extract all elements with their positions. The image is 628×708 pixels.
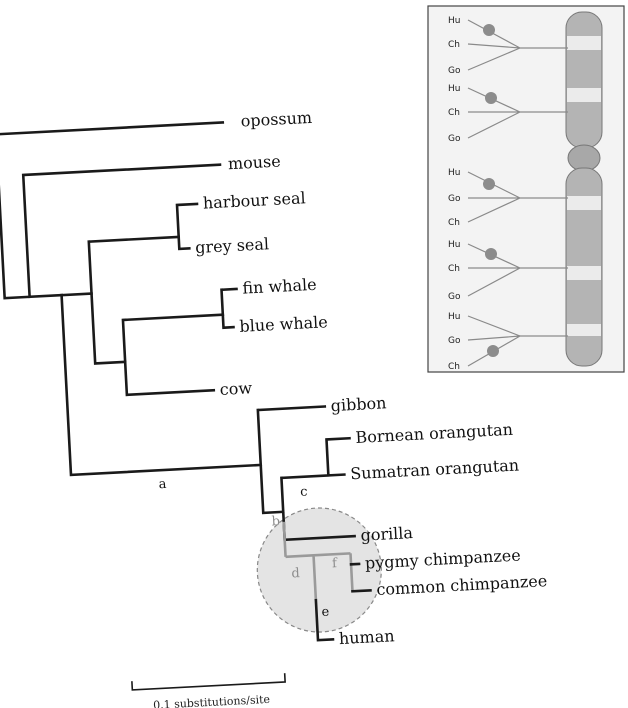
svg-text:Hu: Hu (448, 16, 460, 26)
leaf-gibbon: gibbon (330, 393, 387, 415)
node-label-e: e (321, 605, 330, 620)
leaf-human: human (338, 626, 395, 648)
leaf-common-chimpanzee: common chimpanzee (376, 571, 548, 599)
svg-text:Ch: Ch (448, 40, 460, 50)
branch-whales-cow (123, 315, 227, 395)
scale-bar-label: 0.1 substitutions/site (153, 693, 270, 708)
node-label-b: b (271, 514, 280, 529)
scale-bar (132, 674, 285, 690)
leaf-pygmy-chimpanzee: pygmy chimpanzee (365, 545, 522, 572)
svg-text:Ch: Ch (448, 362, 460, 372)
branch-laurasia (89, 237, 185, 364)
inset-panel: Hu Ch Go Hu Ch Go Hu Go Ch Hu Ch Go (428, 6, 624, 372)
chromosome (566, 12, 602, 366)
svg-text:Ch: Ch (448, 264, 460, 274)
svg-text:Go: Go (448, 66, 461, 76)
svg-text:Ch: Ch (448, 218, 460, 228)
svg-text:Go: Go (448, 336, 461, 346)
branch-mouse (23, 165, 226, 297)
leaf-opossum: opossum (240, 108, 312, 131)
node-label-d: d (291, 566, 300, 581)
svg-text:Go: Go (448, 292, 461, 302)
branch-apes (258, 407, 330, 513)
leaf-fin-whale: fin whale (242, 275, 317, 298)
svg-text:Go: Go (448, 194, 461, 204)
leaf-mouse: mouse (227, 151, 281, 173)
svg-text:Ch: Ch (448, 108, 460, 118)
leaf-cow: cow (219, 378, 253, 399)
leaf-gorilla: gorilla (360, 523, 414, 545)
svg-text:Hu: Hu (448, 168, 460, 178)
leaf-harbour-seal: harbour seal (202, 188, 306, 212)
node-label-c: c (300, 485, 308, 500)
svg-text:Hu: Hu (448, 312, 460, 322)
leaf-bornean-orangutan: Bornean orangutan (355, 420, 513, 447)
svg-text:Hu: Hu (448, 84, 460, 94)
leaf-blue-whale: blue whale (239, 312, 328, 336)
svg-text:Hu: Hu (448, 240, 460, 250)
branch-whales (222, 289, 239, 328)
leaf-sumatran-orangutan: Sumatran orangutan (350, 455, 520, 483)
svg-text:Go: Go (448, 134, 461, 144)
node-label-a: a (158, 477, 167, 492)
branch-root (0, 122, 231, 298)
leaf-grey-seal: grey seal (195, 234, 270, 257)
